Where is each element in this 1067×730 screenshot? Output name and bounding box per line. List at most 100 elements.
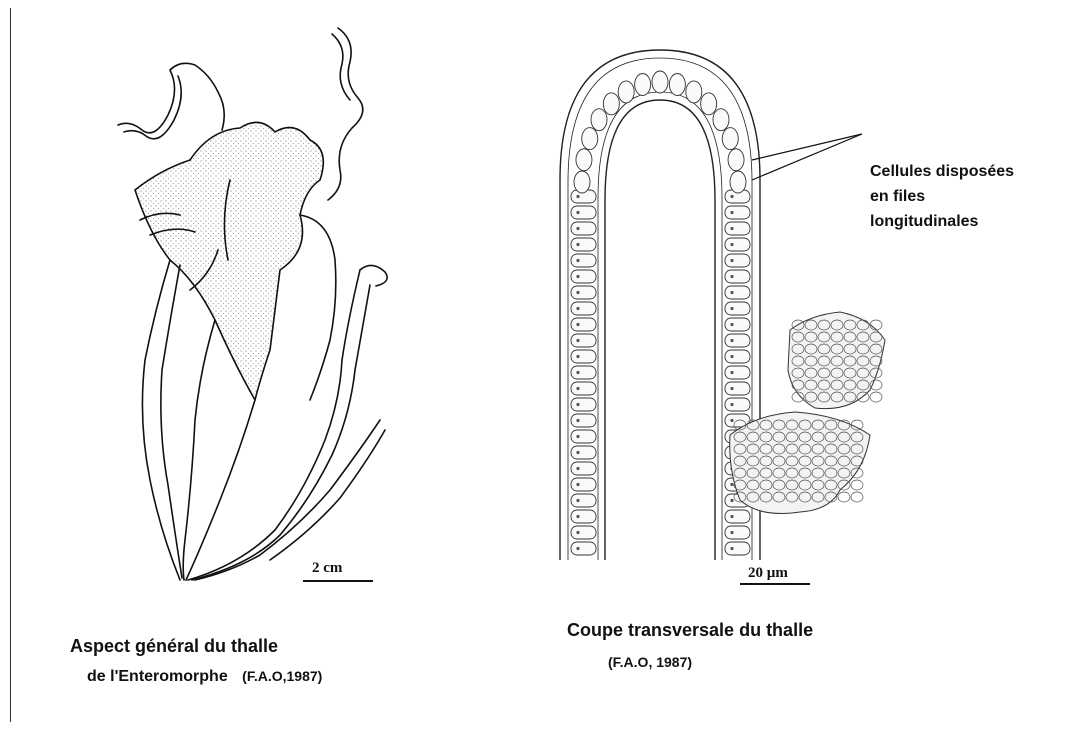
- cell: [686, 81, 702, 103]
- cell: [571, 414, 596, 427]
- cell: [725, 254, 750, 267]
- annotation-line3: longitudinales: [870, 213, 978, 231]
- cell-nucleus: [730, 531, 733, 534]
- cell-nucleus: [730, 323, 733, 326]
- cell: [571, 238, 596, 251]
- cell: [571, 446, 596, 459]
- cell: [725, 318, 750, 331]
- left-scale-bar: [303, 580, 373, 582]
- cell-nucleus: [730, 259, 733, 262]
- cell: [725, 302, 750, 315]
- mosaic-cell: [870, 320, 882, 330]
- cell-nucleus: [730, 195, 733, 198]
- cell-nucleus: [576, 323, 579, 326]
- mosaic-cell: [851, 480, 863, 490]
- left-caption-line1: Aspect général du thalle: [70, 636, 278, 657]
- cell: [725, 270, 750, 283]
- cell: [725, 222, 750, 235]
- mosaic-cell: [851, 492, 863, 502]
- cell: [725, 510, 750, 523]
- cell: [725, 206, 750, 219]
- mosaic-cell: [838, 492, 850, 502]
- left-caption-line2: de l'Enteromorphe (F.A.O,1987): [87, 668, 322, 686]
- cell: [603, 93, 619, 115]
- cell: [669, 74, 685, 96]
- cell-nucleus: [730, 307, 733, 310]
- cell-nucleus: [576, 307, 579, 310]
- cell: [652, 71, 668, 93]
- cell-nucleus: [730, 371, 733, 374]
- cell: [571, 286, 596, 299]
- cross-section-drawing: [540, 40, 900, 580]
- cell-nucleus: [730, 403, 733, 406]
- cell: [722, 128, 738, 150]
- cell-nucleus: [576, 467, 579, 470]
- cell: [571, 318, 596, 331]
- right-caption-source: (F.A.O, 1987): [608, 654, 692, 670]
- cell: [571, 462, 596, 475]
- cell-nucleus: [576, 435, 579, 438]
- cell: [571, 334, 596, 347]
- cell-nucleus: [730, 243, 733, 246]
- cell: [591, 109, 607, 131]
- cell-nucleus: [576, 499, 579, 502]
- right-scale-bar: [740, 583, 810, 585]
- annotation-line1: Cellules disposées: [870, 163, 1014, 181]
- left-scale-label: 2 cm: [312, 560, 342, 577]
- cell: [725, 286, 750, 299]
- cell: [571, 382, 596, 395]
- cell: [571, 478, 596, 491]
- cell-nucleus: [730, 483, 733, 486]
- cell-nucleus: [576, 259, 579, 262]
- cell-nucleus: [576, 371, 579, 374]
- cell: [725, 382, 750, 395]
- cell: [728, 149, 744, 171]
- cell-nucleus: [730, 515, 733, 518]
- cell-nucleus: [576, 291, 579, 294]
- left-caption-species: de l'Enteromorphe: [87, 668, 228, 685]
- cell: [571, 366, 596, 379]
- left-caption-source: (F.A.O,1987): [242, 668, 322, 684]
- cell: [725, 542, 750, 555]
- cell-nucleus: [576, 243, 579, 246]
- right-caption-line1: Coupe transversale du thalle: [567, 620, 813, 641]
- cell: [576, 149, 592, 171]
- right-scale-label: 20 µm: [748, 565, 788, 582]
- cell-nucleus: [730, 227, 733, 230]
- cell: [571, 430, 596, 443]
- cell-nucleus: [730, 355, 733, 358]
- cell-nucleus: [576, 339, 579, 342]
- annotation-line2: en files: [870, 188, 925, 206]
- cell-nucleus: [576, 515, 579, 518]
- cell: [635, 74, 651, 96]
- cell: [730, 171, 746, 193]
- cell-nucleus: [576, 275, 579, 278]
- cell: [582, 128, 598, 150]
- cell-nucleus: [576, 419, 579, 422]
- cell-nucleus: [576, 211, 579, 214]
- cell: [713, 109, 729, 131]
- cell: [701, 93, 717, 115]
- cell: [571, 494, 596, 507]
- cell-nucleus: [576, 547, 579, 550]
- cell: [571, 270, 596, 283]
- left-border-line: [10, 8, 11, 722]
- cell: [618, 81, 634, 103]
- cell-nucleus: [730, 387, 733, 390]
- cell: [571, 206, 596, 219]
- cell-nucleus: [730, 419, 733, 422]
- cell: [571, 398, 596, 411]
- cell-nucleus: [730, 291, 733, 294]
- cell-nucleus: [576, 483, 579, 486]
- mosaic-cell: [870, 392, 882, 402]
- cell: [571, 350, 596, 363]
- cell-nucleus: [730, 211, 733, 214]
- cell: [725, 366, 750, 379]
- cell-nucleus: [576, 451, 579, 454]
- thallus-drawing: [100, 20, 400, 590]
- cell-nucleus: [730, 275, 733, 278]
- cell: [725, 526, 750, 539]
- cell-nucleus: [576, 195, 579, 198]
- cell: [571, 222, 596, 235]
- cell-nucleus: [576, 531, 579, 534]
